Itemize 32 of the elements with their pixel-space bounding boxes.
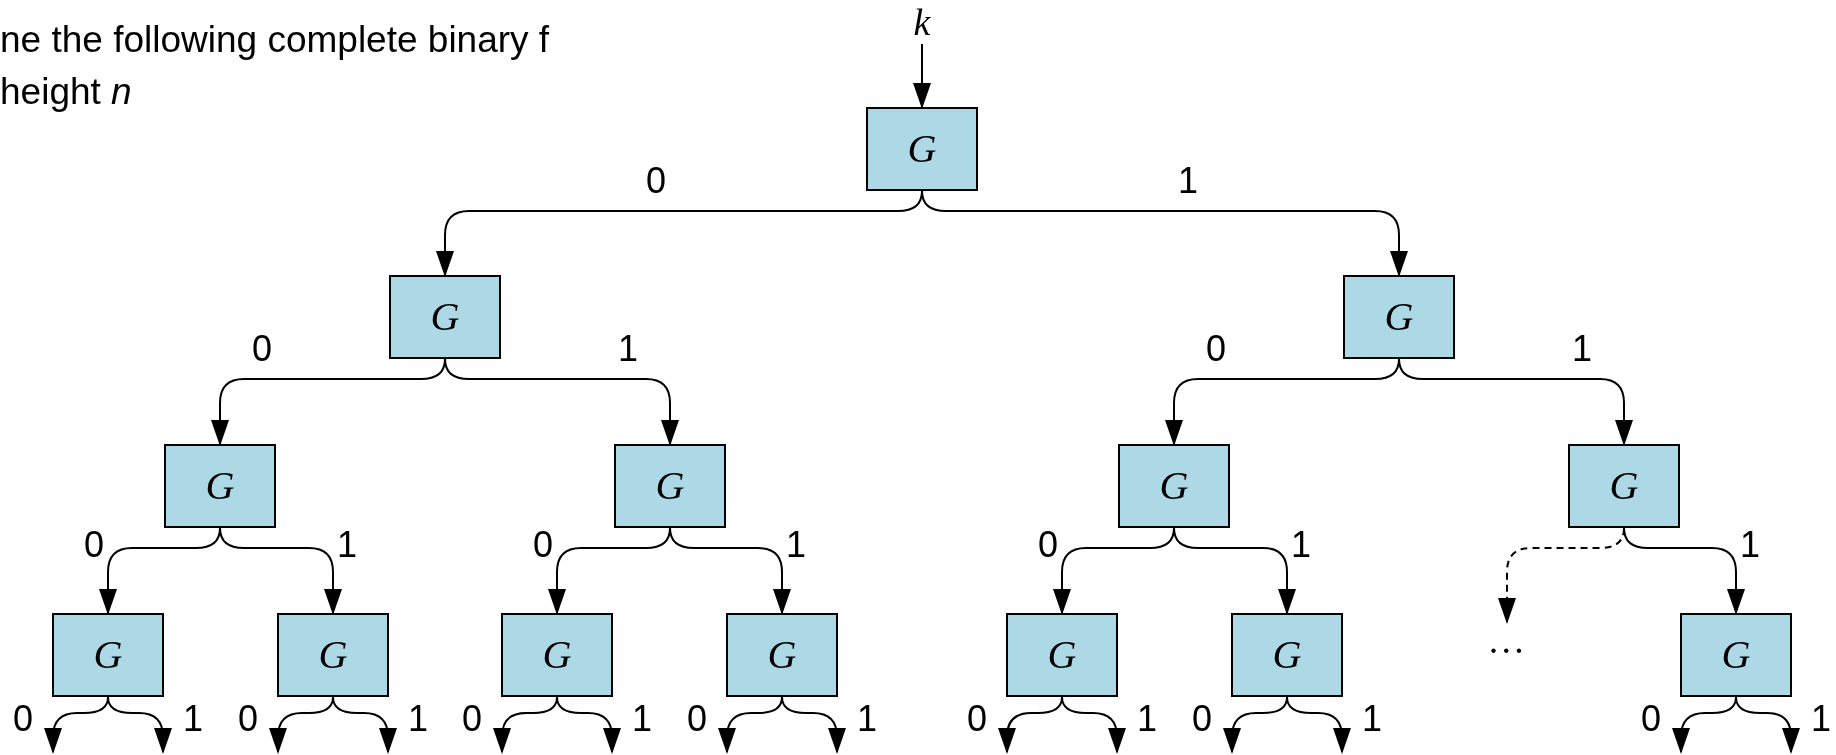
process-box: G	[52, 613, 164, 697]
arrow	[1061, 696, 1126, 754]
process-box: G	[866, 107, 978, 191]
process-box: G	[501, 613, 613, 697]
process-box: G	[164, 444, 276, 528]
process-box: G	[1006, 613, 1118, 697]
node-label: k	[913, 3, 931, 41]
process-box: G	[1680, 613, 1792, 697]
arrow	[921, 190, 1408, 277]
arrow	[1398, 358, 1633, 446]
arrow	[1173, 527, 1296, 615]
arrow	[1286, 696, 1351, 754]
arrow	[444, 358, 679, 446]
arrow	[913, 43, 931, 109]
title: ne the following complete binary f height n	[0, 18, 551, 114]
arrow	[219, 527, 342, 615]
arrow	[1735, 696, 1800, 754]
arrow	[556, 696, 621, 754]
arrow	[107, 696, 172, 754]
process-box: G	[1118, 444, 1230, 528]
arrow	[1623, 527, 1745, 615]
process-box: G	[614, 444, 726, 528]
process-box: G	[1568, 444, 1680, 528]
process-box: G	[1231, 613, 1343, 697]
process-box: G	[726, 613, 838, 697]
process-box: G	[277, 613, 389, 697]
node-label: …	[1490, 621, 1524, 659]
arrow	[669, 527, 791, 615]
arrow	[781, 696, 846, 754]
process-box: G	[389, 275, 501, 359]
arrow	[332, 696, 397, 754]
process-box: G	[1343, 275, 1455, 359]
